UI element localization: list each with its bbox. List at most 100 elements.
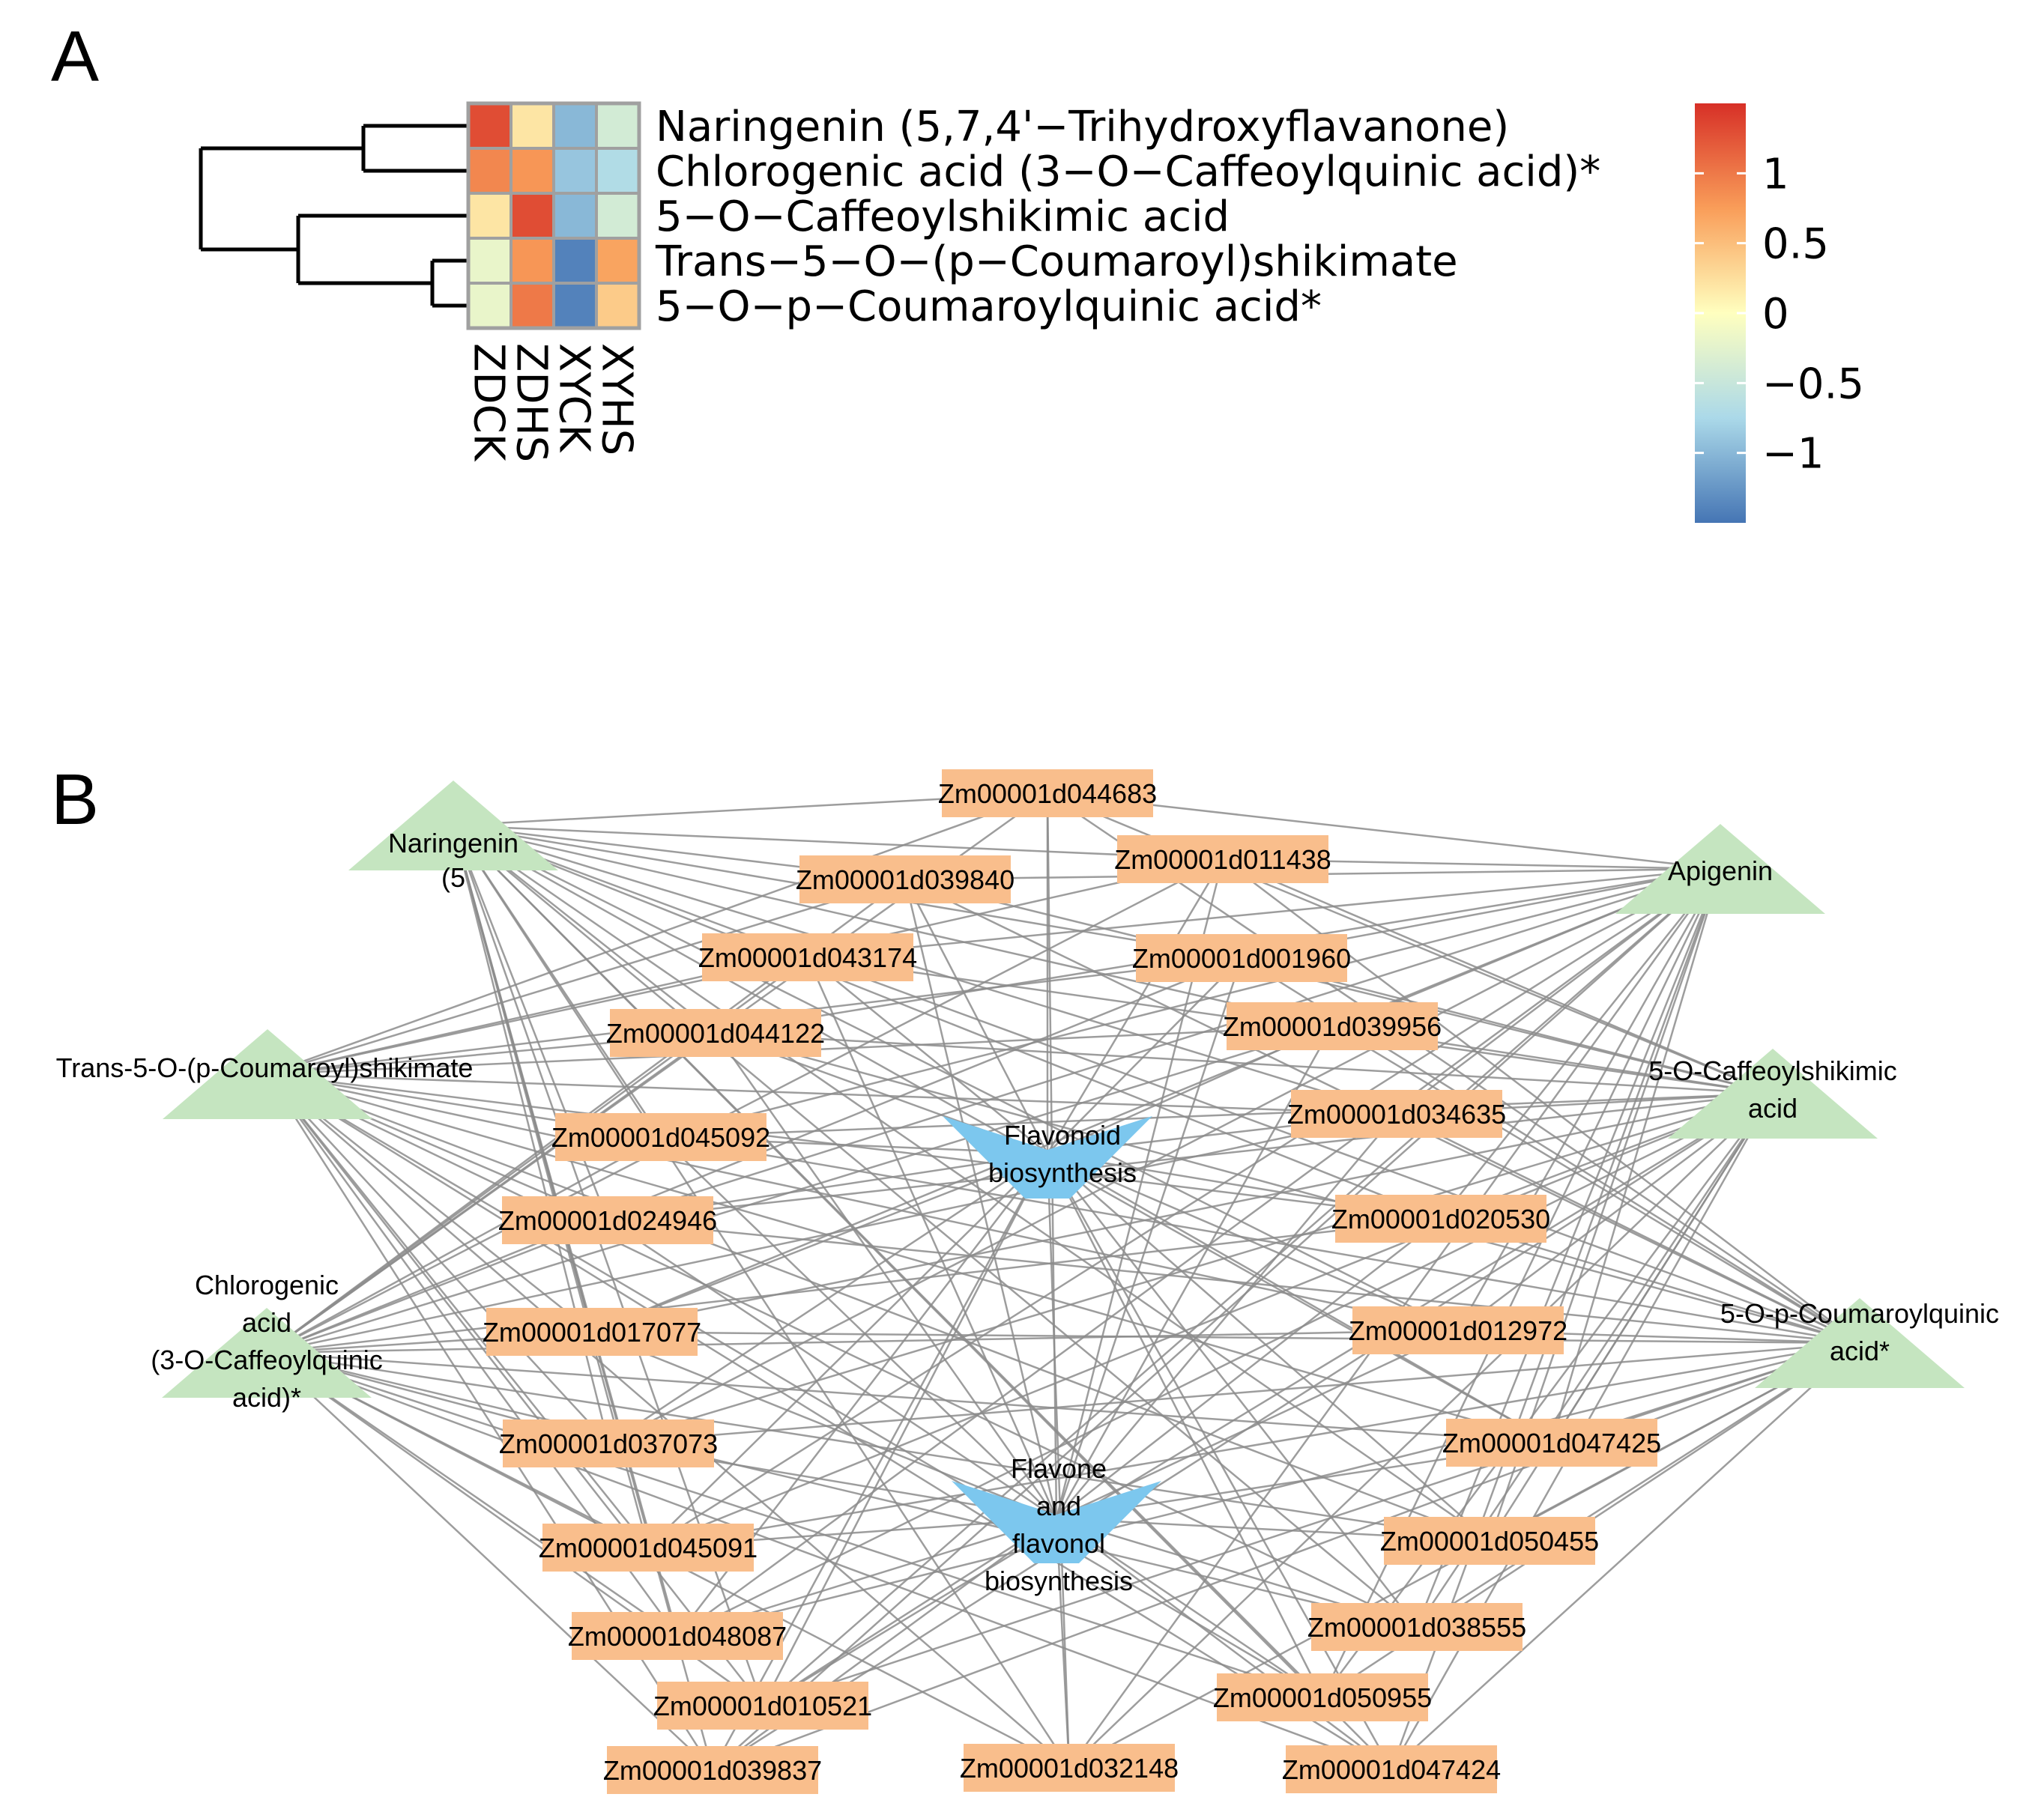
network-edge (267, 1073, 1552, 1444)
heatmap-cell (467, 282, 512, 330)
colorbar-tick-label: −1 (1762, 430, 1824, 479)
heatmap-cell (595, 102, 641, 150)
gene-node (702, 933, 913, 981)
gene-node (1217, 1673, 1428, 1721)
metabolite-label: Apigenin (1668, 855, 1773, 886)
network-edge (452, 825, 1071, 1769)
heatmap-cell (552, 237, 598, 285)
network-edge (761, 1153, 1049, 1706)
gene-node (1446, 1419, 1657, 1467)
network-edge (607, 1219, 1057, 1520)
heatmap-cell (510, 102, 555, 150)
network-edge (267, 1073, 1323, 1699)
network-edge (1047, 1153, 1418, 1628)
gene-label: Zm00001d001960 (1132, 943, 1351, 974)
network-edge (453, 824, 1490, 1542)
heatmap-column-label: ZDCK (465, 343, 513, 462)
gene-node (1291, 1090, 1502, 1138)
panel-letter-b: B (51, 760, 99, 840)
network-edge (660, 867, 1721, 1139)
gene-label: Zm00001d047424 (1282, 1754, 1501, 1785)
colorbar-ticks: 10.50−0.5−1 (1695, 150, 1864, 479)
network-edge (453, 824, 1333, 1028)
gene-label: Zm00001d037073 (499, 1428, 718, 1459)
gene-label: Zm00001d050955 (1213, 1682, 1432, 1713)
heatmap-frame (466, 101, 641, 330)
heatmap-cell (552, 282, 598, 330)
gene-node (502, 1196, 713, 1244)
heatmap-cell (510, 147, 555, 195)
pathway-label: biosynthesis (985, 1566, 1133, 1596)
gene-node (572, 1612, 783, 1660)
network-edge (1055, 1025, 1334, 1519)
heatmap-row-label: Chlorogenic acid (3−O−Caffeoylquinic aci… (656, 148, 1600, 196)
network-edge (1550, 868, 1722, 1443)
gene-label: Zm00001d044122 (606, 1018, 825, 1049)
pathway-node (952, 1481, 1161, 1563)
metabolite-label: Chlorogenic (195, 1270, 339, 1300)
network-edge (807, 957, 1048, 1154)
network-edge (807, 867, 1721, 959)
network-edge (266, 1351, 1418, 1628)
network-edge (1396, 1112, 1860, 1345)
network-edge (1416, 1342, 1860, 1628)
network-edge (607, 867, 1721, 1222)
heatmap-cell (595, 237, 641, 285)
network-edge (267, 1073, 1442, 1220)
metabolite-label: (5 (441, 862, 465, 893)
network-edge (712, 868, 1721, 1771)
network-edge (1222, 858, 1774, 1095)
gene-label: Zm00001d020530 (1331, 1204, 1550, 1234)
network-edge (267, 878, 906, 1076)
network-edge (267, 1073, 1459, 1332)
network-edge (1047, 792, 1721, 870)
pathway-node (943, 1116, 1152, 1199)
metabolite-label: Trans-5-O-(p-Coumaroyl)shikimate (56, 1052, 474, 1083)
heatmap-cell (595, 147, 641, 195)
gene-label: Zm00001d044683 (938, 778, 1157, 809)
metabolite-node (163, 1029, 372, 1119)
network-edge (1391, 1342, 1860, 1770)
metabolite-node (1615, 824, 1825, 914)
network-edge (904, 878, 1774, 1095)
network-edge (714, 1032, 1058, 1519)
metabolite-node (1668, 1049, 1878, 1139)
network-edge (647, 1092, 1774, 1549)
network-edge (453, 824, 1442, 1220)
network-edge (266, 1351, 678, 1637)
network-edge (266, 1329, 1459, 1354)
network-edge (1046, 1153, 1324, 1698)
network-edge (1056, 1517, 1323, 1699)
gene-label: Zm00001d039956 (1223, 1011, 1442, 1042)
heatmap-column-label: XYCK (550, 343, 599, 453)
network-edge (591, 1092, 1774, 1333)
network-edge (762, 1342, 1860, 1707)
network-edge (266, 1217, 1442, 1354)
heatmap-cell (467, 147, 512, 195)
gene-label: Zm00001d017077 (483, 1317, 701, 1348)
network-edge (266, 1352, 713, 1771)
network-edge (266, 1351, 1490, 1542)
network-edges (266, 792, 1860, 1772)
gene-node (1227, 1002, 1438, 1050)
gene-label: Zm00001d034635 (1287, 1099, 1506, 1130)
network-edge (1046, 1153, 1393, 1770)
gene-node (1384, 1517, 1595, 1565)
gene-node (503, 1419, 714, 1467)
network-edge (712, 1342, 1860, 1772)
metabolite-label: (3-O-Caffeoylquinic (151, 1345, 382, 1375)
network-edge (762, 1517, 1057, 1707)
gene-label: Zm00001d012972 (1349, 1315, 1567, 1346)
network-edge (267, 1073, 764, 1706)
gene-label: Zm00001d024946 (498, 1205, 717, 1236)
gene-node (542, 1524, 754, 1572)
heatmap-row-label: 5−O−Caffeoylshikimic acid (656, 193, 1230, 241)
gene-label: Zm00001d039840 (796, 864, 1015, 895)
gene-node (610, 1009, 821, 1057)
network-edge (608, 1152, 1048, 1445)
heatmap-cell (510, 282, 555, 330)
heatmap-cell (552, 192, 598, 240)
network-edge (660, 1136, 1057, 1519)
